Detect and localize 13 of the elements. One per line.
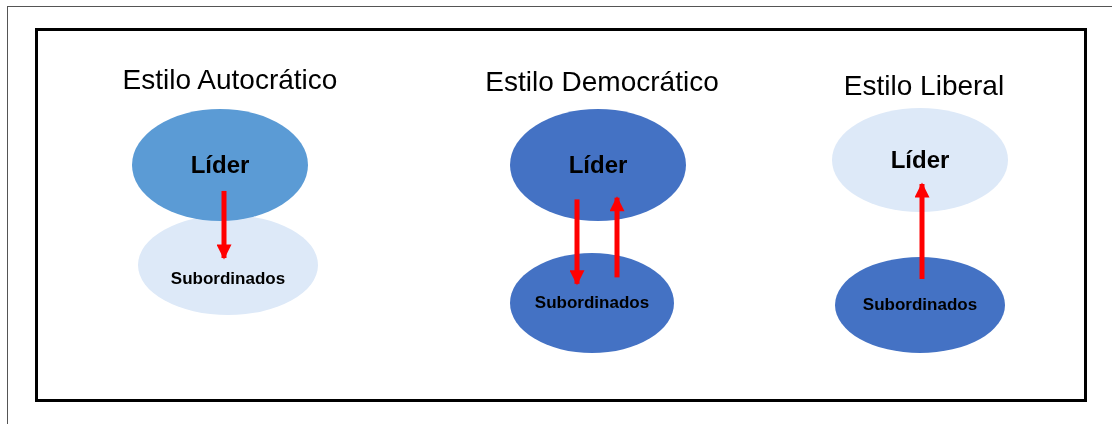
arrow	[914, 182, 930, 279]
arrow	[216, 190, 232, 260]
node-label: Subordinados	[862, 295, 978, 315]
node-label: Líder	[890, 146, 950, 174]
arrow	[609, 196, 625, 278]
arrow	[569, 199, 585, 286]
style-title: Estilo Democrático	[485, 66, 719, 98]
style-title: Estilo Liberal	[843, 70, 1005, 102]
node-label: Líder	[190, 151, 250, 179]
style-title: Estilo Autocrático	[122, 64, 338, 96]
node-label: Líder	[568, 151, 628, 179]
node-label: Subordinados	[170, 269, 286, 289]
node-label: Subordinados	[534, 293, 650, 313]
